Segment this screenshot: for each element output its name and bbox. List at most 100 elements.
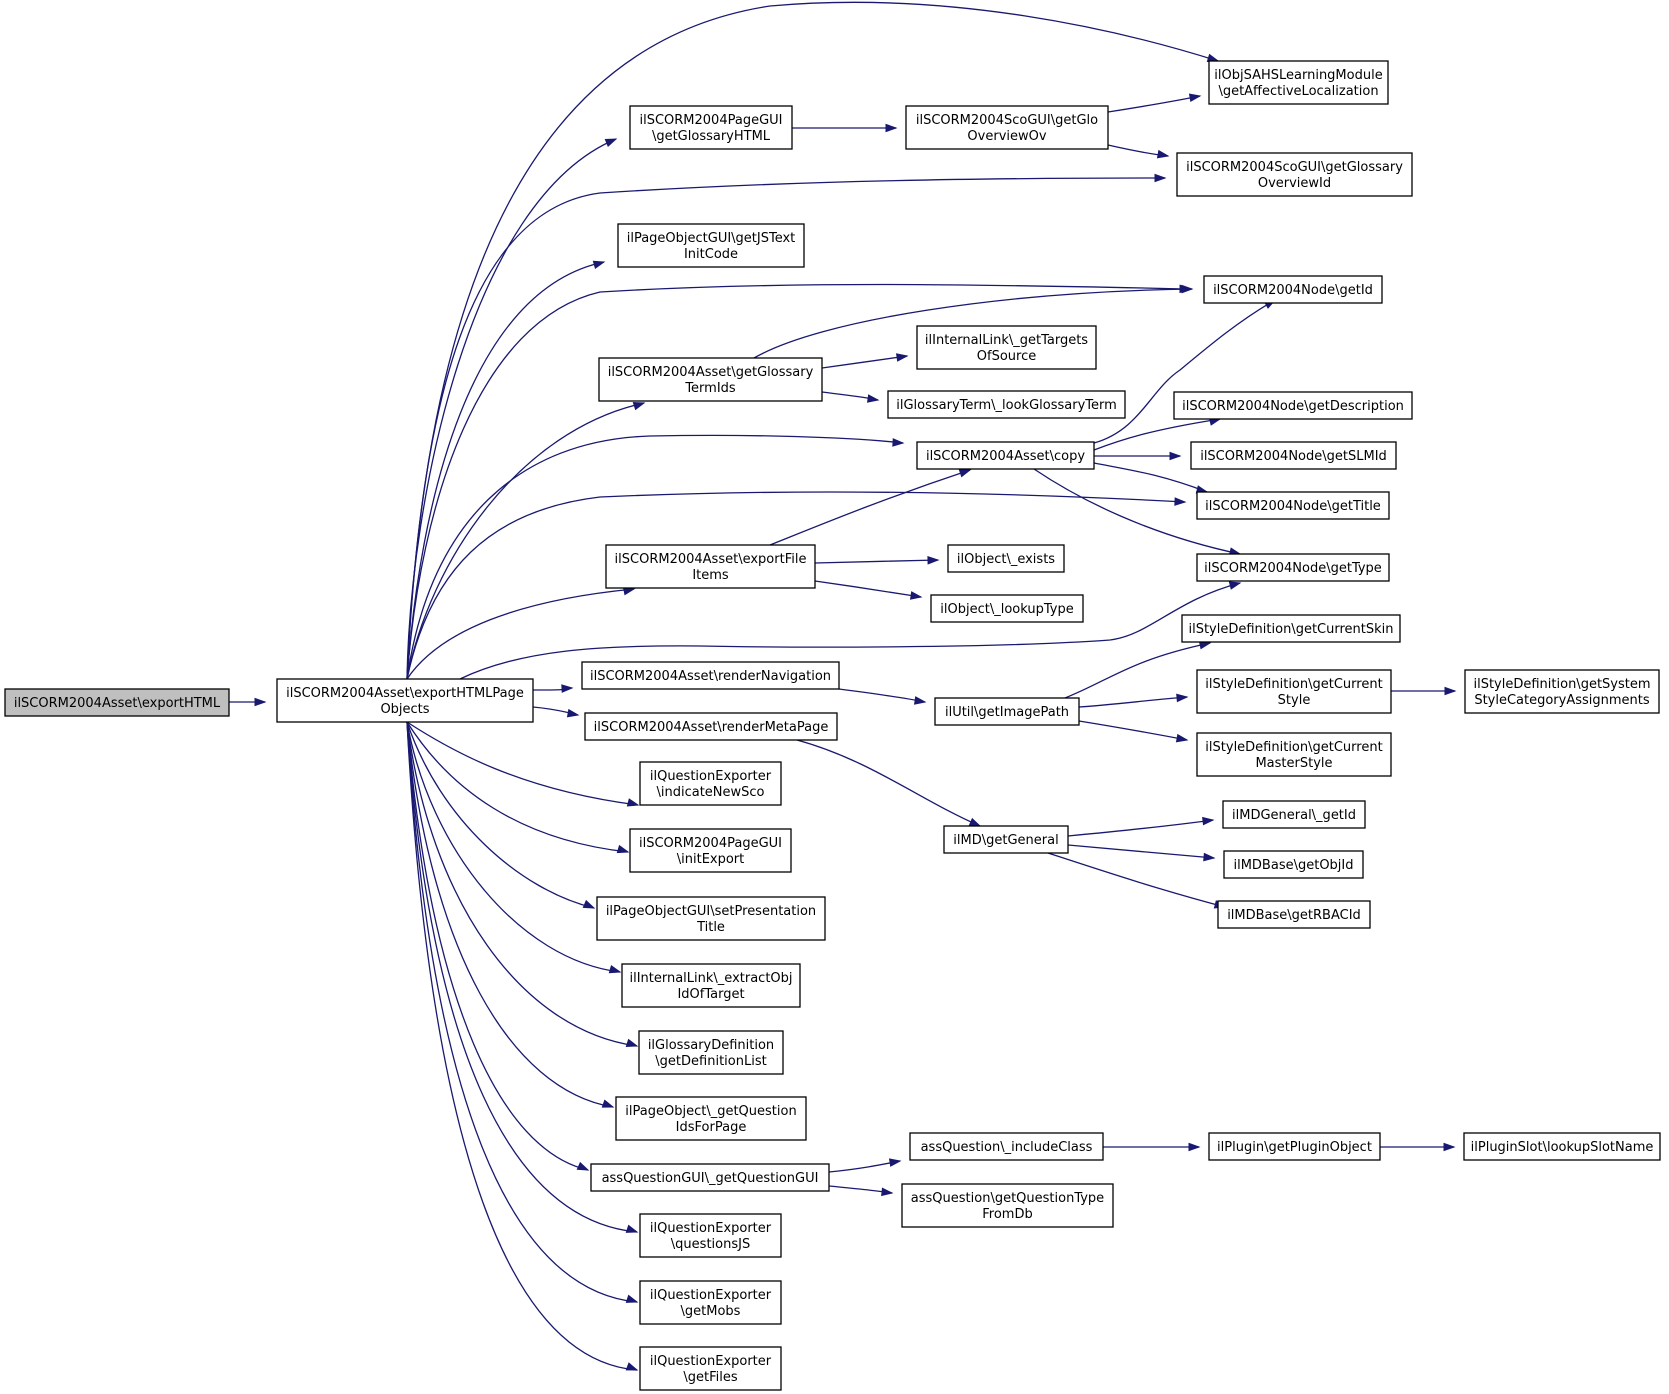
function-node[interactable]: ilMDBase\getObjId	[1223, 850, 1364, 879]
call-edge	[814, 580, 922, 598]
function-node[interactable]: assQuestionGUI\_getQuestionGUI	[590, 1163, 830, 1192]
function-node[interactable]: ilQuestionExporter\questionsJS	[639, 1213, 782, 1258]
call-edge	[821, 355, 908, 369]
arrowhead	[909, 591, 923, 600]
node-box	[598, 357, 823, 402]
node-box	[1463, 1132, 1661, 1161]
root-node[interactable]: ilSCORM2004Asset\exportHTML	[4, 688, 230, 717]
node-label: ilSCORM2004Node\getDescription	[1182, 399, 1404, 414]
arrowhead	[1175, 733, 1189, 743]
node-label: ilSCORM2004Node\getTitle	[1205, 499, 1381, 514]
function-node[interactable]: ilSCORM2004Node\getDescription	[1173, 391, 1413, 420]
function-node[interactable]: ilGlossaryTerm\_lookGlossaryTerm	[887, 390, 1126, 419]
node-box	[639, 1346, 782, 1391]
node-label: ilMDBase\getObjId	[1233, 858, 1353, 873]
function-node[interactable]: ilPlugin\getPluginObject	[1208, 1132, 1381, 1161]
arrowhead	[604, 138, 618, 147]
function-node[interactable]: ilGlossaryDefinition\getDefinitionList	[638, 1030, 784, 1075]
node-box	[629, 828, 792, 873]
function-node[interactable]: ilSCORM2004Node\getType	[1196, 553, 1390, 582]
function-node[interactable]: ilMD\getGeneral	[943, 825, 1069, 854]
arrowhead	[1188, 1142, 1201, 1152]
arrowhead	[561, 684, 574, 693]
function-node[interactable]: assQuestion\_includeClass	[909, 1132, 1104, 1161]
node-label: ilSCORM2004Node\getId	[1213, 283, 1373, 298]
arrowhead	[608, 964, 622, 974]
function-node[interactable]: ilSCORM2004PageGUI\getGlossaryHTML	[629, 105, 793, 150]
function-node[interactable]: ilQuestionExporter\getMobs	[639, 1280, 782, 1325]
function-node[interactable]: ilQuestionExporter\indicateNewSco	[639, 761, 782, 806]
node-label: ilSCORM2004PageGUI	[639, 836, 782, 851]
function-node[interactable]: ilStyleDefinition\getSystemStyleCategory…	[1464, 669, 1660, 714]
node-label: \questionsJS	[671, 1237, 750, 1252]
node-box	[639, 761, 782, 806]
function-node[interactable]: ilSCORM2004Asset\copy	[916, 441, 1095, 470]
node-box	[887, 390, 1126, 419]
arrowhead	[592, 260, 606, 269]
node-box	[1223, 850, 1364, 879]
node-label: ilGlossaryDefinition	[648, 1038, 774, 1053]
node-box	[1464, 669, 1660, 714]
function-node[interactable]: ilMDBase\getRBACId	[1217, 900, 1371, 929]
function-node[interactable]: ilQuestionExporter\getFiles	[639, 1346, 782, 1391]
call-edge	[796, 739, 981, 827]
node-box	[1203, 275, 1383, 304]
node-label: ilQuestionExporter	[650, 1288, 772, 1303]
function-node[interactable]: ilObject\_exists	[947, 544, 1065, 573]
arrowhead	[888, 1158, 902, 1167]
node-box	[947, 544, 1065, 573]
call-edge	[406, 721, 638, 1047]
arrowhead	[576, 1161, 590, 1171]
function-node[interactable]: ilObject\_lookupType	[930, 594, 1084, 623]
call-edge	[1064, 642, 1211, 699]
node-label: IdsForPage	[676, 1120, 747, 1135]
call-edge	[814, 559, 939, 564]
node-label: ilPlugin\getPluginObject	[1217, 1140, 1372, 1155]
node-label: \getMobs	[681, 1304, 741, 1319]
node-label: ilPageObjectGUI\setPresentation	[606, 904, 816, 919]
function-node[interactable]: ilSCORM2004Node\getTitle	[1196, 491, 1390, 520]
call-edge	[406, 721, 638, 1371]
node-label: ilStyleDefinition\getCurrent	[1205, 677, 1382, 692]
node-label: ilSCORM2004Node\getSLMId	[1200, 449, 1387, 464]
arrowhead	[1202, 816, 1215, 826]
function-node[interactable]: ilMDGeneral\_getId	[1222, 800, 1366, 829]
call-edge	[753, 288, 1193, 359]
node-label: Objects	[380, 702, 429, 717]
call-edge	[406, 721, 621, 973]
function-node[interactable]: ilSCORM2004Asset\renderNavigation	[581, 661, 840, 690]
function-node[interactable]: ilSCORM2004PageGUI\initExport	[629, 828, 792, 873]
function-node[interactable]: ilSCORM2004Node\getSLMId	[1190, 441, 1397, 470]
node-label: \getGlossaryHTML	[652, 129, 771, 144]
node-box	[617, 223, 805, 268]
call-edge	[1067, 819, 1214, 837]
node-label: ilPageObject\_getQuestion	[625, 1104, 796, 1119]
function-node[interactable]: ilUtil\getImagePath	[934, 697, 1080, 726]
arrowhead	[1203, 852, 1216, 862]
arrowhead	[896, 353, 909, 362]
function-node[interactable]: ilPluginSlot\lookupSlotName	[1463, 1132, 1661, 1161]
call-edge	[406, 721, 595, 909]
function-node[interactable]: ilSCORM2004Node\getId	[1203, 275, 1383, 304]
arrowhead	[968, 817, 982, 827]
function-node[interactable]: ilStyleDefinition\getCurrentSkin	[1181, 614, 1401, 643]
arrowhead	[1174, 497, 1187, 506]
function-node[interactable]: ilSCORM2004Asset\renderMetaPage	[584, 712, 838, 741]
node-label: ilSCORM2004PageGUI	[639, 113, 782, 128]
node-label: ilSCORM2004Asset\renderMetaPage	[594, 720, 829, 735]
function-node[interactable]: ilObjSAHSLearningModule\getAffectiveLoca…	[1208, 60, 1389, 105]
